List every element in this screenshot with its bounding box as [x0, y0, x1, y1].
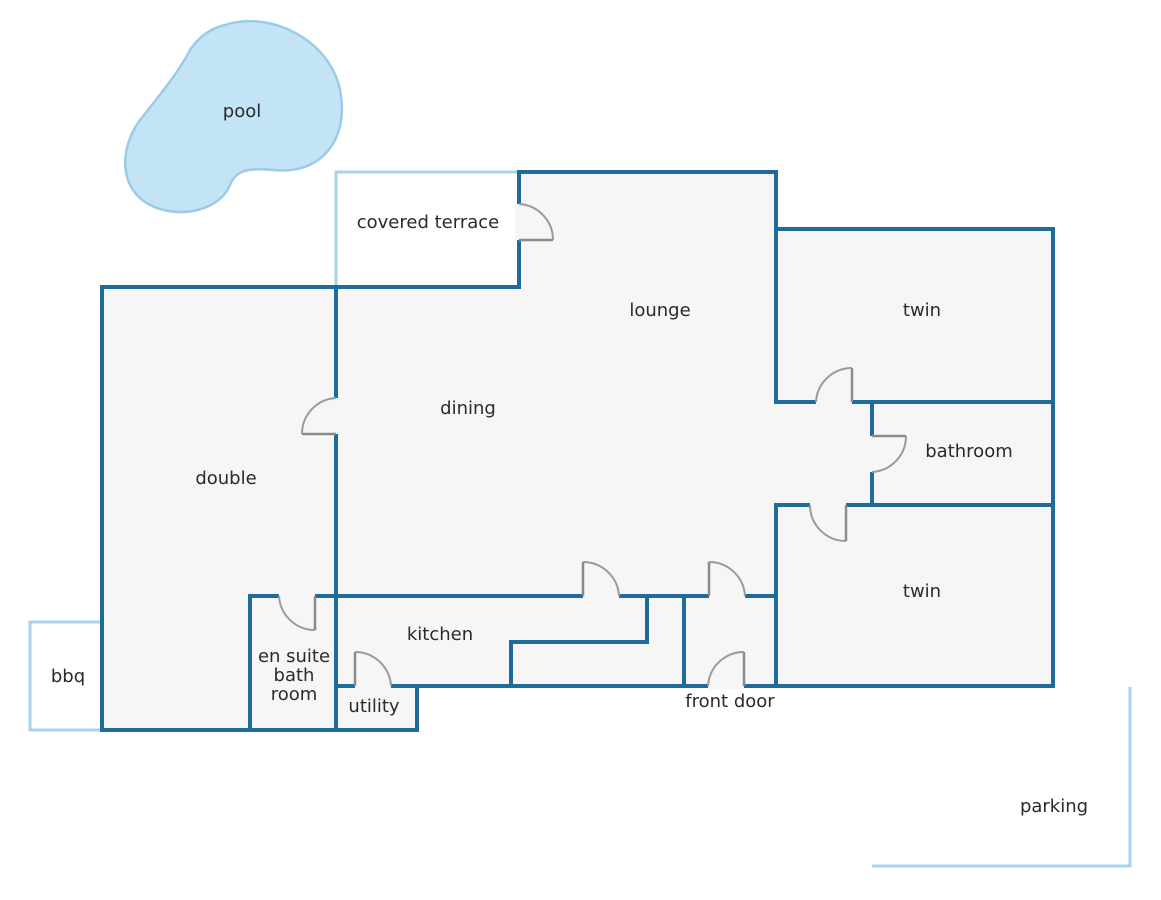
label-twin-top: twin — [903, 300, 941, 321]
label-en-suite-line1: en suite — [258, 646, 330, 667]
label-bbq: bbq — [51, 666, 85, 687]
label-double: double — [195, 468, 256, 489]
label-pool: pool — [223, 101, 261, 122]
label-dining: dining — [440, 398, 496, 419]
door-kitchen — [581, 560, 620, 597]
label-kitchen: kitchen — [407, 624, 473, 645]
label-bathroom: bathroom — [925, 441, 1013, 462]
bbq-outline — [28, 620, 102, 732]
door-double — [300, 397, 337, 436]
label-covered-terrace: covered terrace — [357, 212, 499, 233]
label-front-door: front door — [685, 691, 775, 712]
room-labels: pool covered terrace lounge twin dining … — [51, 101, 1088, 817]
label-twin-bottom: twin — [903, 581, 941, 602]
label-lounge: lounge — [629, 300, 690, 321]
door-front — [707, 650, 746, 687]
label-utility: utility — [348, 696, 400, 717]
covered-terrace-outline — [334, 170, 519, 287]
door-utility — [353, 650, 392, 687]
doors — [278, 203, 908, 687]
label-en-suite-line3: room — [271, 684, 318, 705]
label-parking: parking — [1020, 796, 1088, 817]
door-twin-bottom — [809, 504, 848, 542]
door-hall — [707, 560, 746, 597]
floor-areas — [102, 172, 1053, 730]
door-covered-terrace — [518, 203, 555, 242]
door-bathroom — [871, 434, 908, 473]
pool-shape — [124, 19, 344, 214]
door-twin-top — [815, 366, 854, 403]
door-en-suite — [278, 595, 317, 632]
walls — [100, 170, 1055, 732]
door-gaps — [279, 204, 876, 690]
outdoor-outlines — [28, 170, 1132, 868]
label-en-suite-line2: bath — [274, 665, 315, 686]
parking-outline — [872, 687, 1132, 868]
